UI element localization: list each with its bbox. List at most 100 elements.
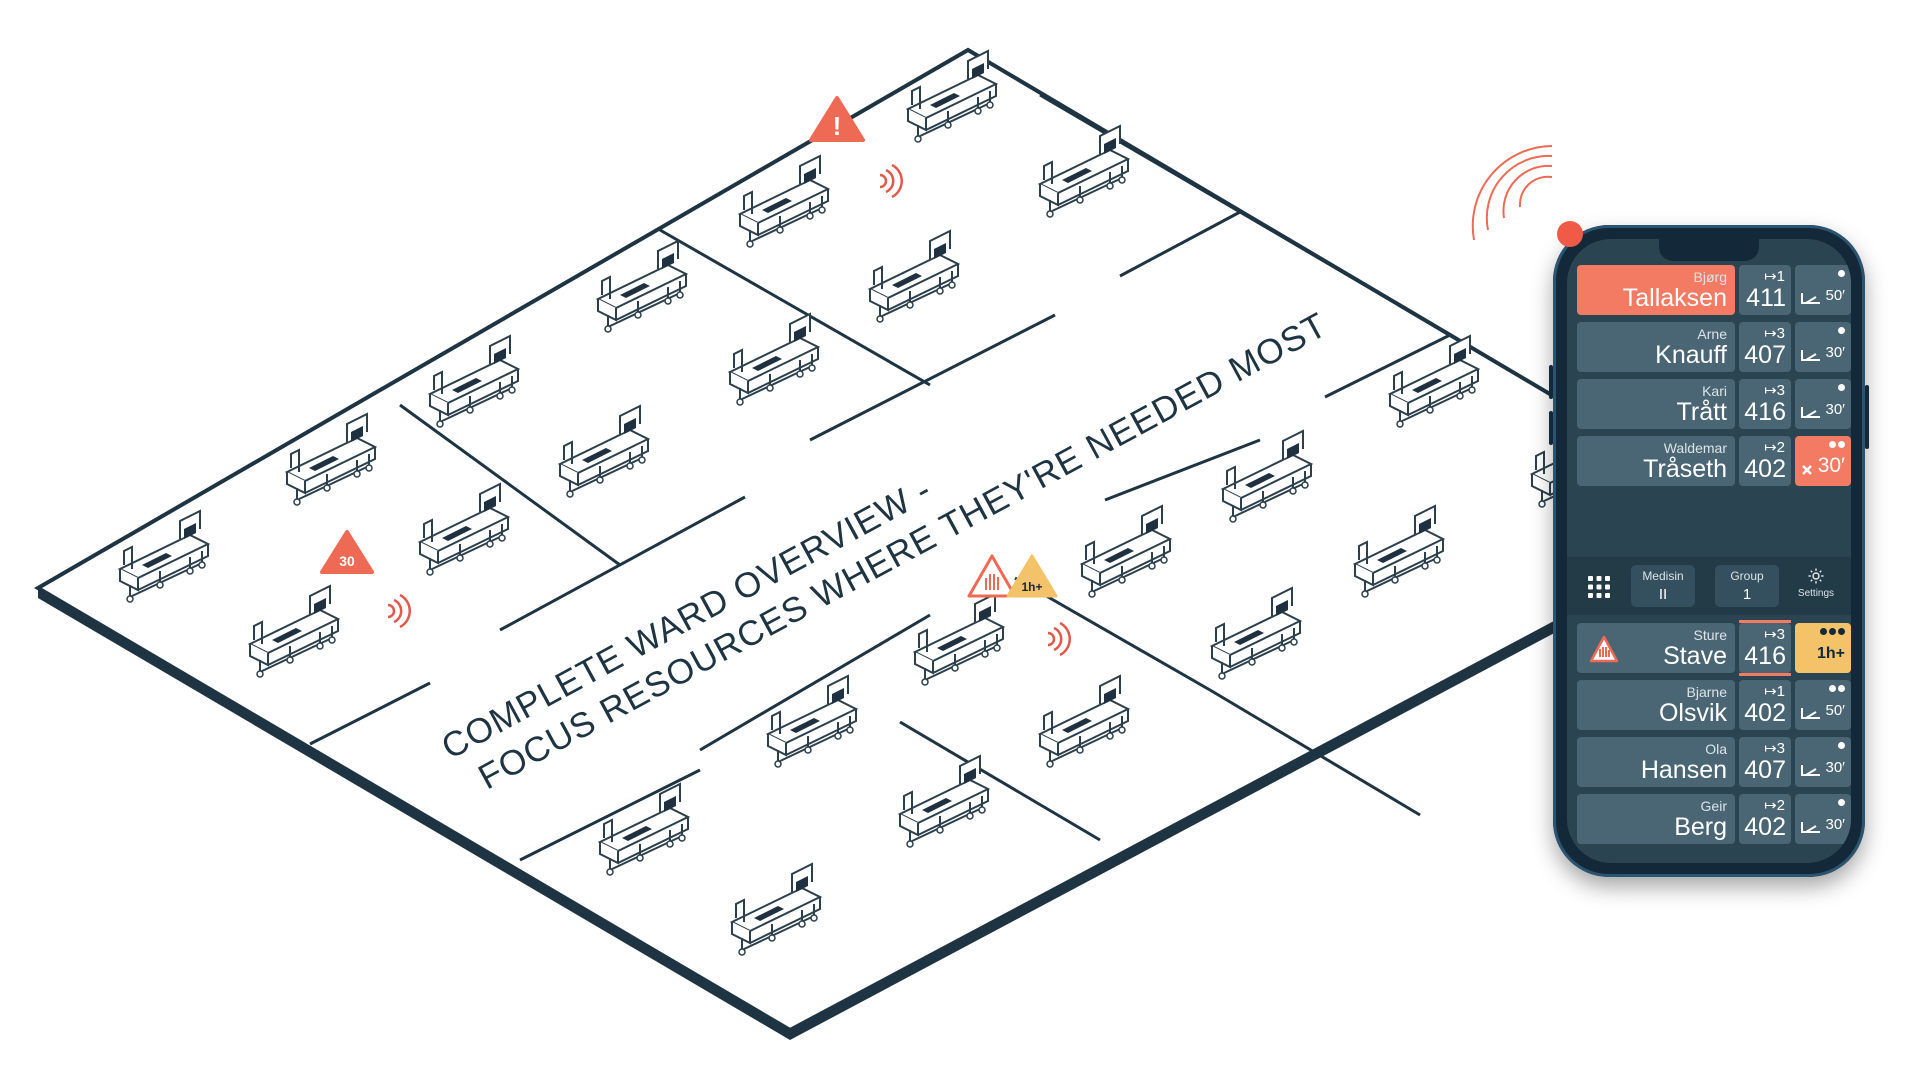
patient-last-name: Olsvik [1658, 699, 1727, 727]
room-number: 402 [1744, 813, 1786, 841]
gear-icon [1808, 568, 1824, 584]
status-cell[interactable]: 30′ [1795, 794, 1851, 844]
room-call-count: ↦3 [1764, 325, 1785, 342]
floor-plate [34, 47, 1560, 1040]
room-number: 416 [1744, 642, 1786, 670]
status-cell[interactable]: 50′ [1795, 680, 1851, 730]
status-timer: 30′ [1825, 401, 1846, 418]
group-value: 1 [1742, 586, 1752, 603]
svg-text:!: ! [833, 111, 842, 141]
svg-text:1h+: 1h+ [1021, 580, 1042, 594]
patient-last-name: Tråseth [1643, 455, 1727, 483]
status-cell[interactable]: 30′ [1795, 436, 1851, 486]
status-timer: 30′ [1817, 454, 1845, 477]
grid-icon[interactable] [1587, 575, 1611, 599]
patient-first-name: Geir [1700, 798, 1727, 814]
priority-dot [1838, 685, 1845, 692]
status-timer: 30′ [1825, 816, 1846, 833]
status-timer: 30′ [1825, 759, 1846, 776]
medisin-label: Medisin [1642, 569, 1684, 583]
priority-dot [1838, 441, 1845, 448]
room-highlight-bottom [1739, 673, 1791, 676]
room-call-count: ↦1 [1764, 268, 1785, 285]
status-cell[interactable]: 1h+ [1795, 623, 1851, 673]
status-cell[interactable]: 30′ [1795, 379, 1851, 429]
room-number: 402 [1744, 455, 1786, 483]
bed-icon [1801, 765, 1820, 776]
status-timer: 50′ [1825, 287, 1846, 304]
exclamation-alert-icon: ! [809, 96, 865, 142]
status-timer: 50′ [1825, 702, 1846, 719]
broadcast-signal-icon [1471, 145, 1553, 241]
patient-first-name: Arne [1697, 326, 1727, 342]
priority-dot [1838, 270, 1845, 277]
room-call-count: ↦3 [1764, 740, 1785, 757]
medisin-value: II [1658, 586, 1668, 603]
patient-last-name: Knauff [1655, 341, 1727, 369]
patient-last-name: Hansen [1640, 756, 1727, 784]
priority-dot [1838, 742, 1845, 749]
priority-dot [1829, 628, 1836, 635]
status-cell[interactable]: 50′ [1795, 265, 1851, 315]
volume-down-button [1549, 411, 1553, 445]
ward-floor-illustration: ! 30 1h+ COMPLETE WARD OVERVIEW - FOCUS … [34, 47, 1560, 1040]
room-number: 407 [1744, 341, 1786, 369]
hand-warning-icon [1589, 635, 1619, 663]
close-icon [1802, 465, 1812, 475]
hand-warning-icon [967, 554, 1017, 598]
bed-icon [1801, 350, 1820, 361]
status-cell[interactable]: 30′ [1795, 737, 1851, 787]
patient-first-name: Kari [1702, 383, 1727, 399]
room-dividers [309, 93, 1451, 862]
medisin-selector[interactable]: Medisin II [1631, 565, 1695, 607]
group-selector[interactable]: Group 1 [1715, 565, 1779, 607]
volume-up-button [1549, 365, 1553, 399]
priority-dot [1838, 628, 1845, 635]
priority-dot [1838, 799, 1845, 806]
room-number: 416 [1744, 398, 1786, 426]
svg-text:30: 30 [339, 553, 355, 569]
time-warning-badge: 1h+ [1006, 554, 1058, 598]
priority-dot [1829, 441, 1836, 448]
patient-first-name: Waldemar [1663, 440, 1727, 456]
settings-label: Settings [1797, 588, 1835, 599]
patient-first-name: Bjørg [1693, 269, 1727, 285]
room-number: 411 [1746, 284, 1786, 312]
room-call-count: ↦2 [1764, 439, 1785, 456]
settings-button[interactable]: Settings [1791, 567, 1841, 607]
bed-icon [1801, 293, 1820, 304]
patient-first-name: Ola [1705, 741, 1727, 757]
status-cell[interactable]: 30′ [1795, 322, 1851, 372]
room-call-count: ↦2 [1764, 797, 1785, 814]
notch [1659, 239, 1759, 261]
bed-icon [1801, 822, 1820, 833]
bed-icon [1801, 407, 1820, 418]
room-number: 402 [1744, 699, 1786, 727]
